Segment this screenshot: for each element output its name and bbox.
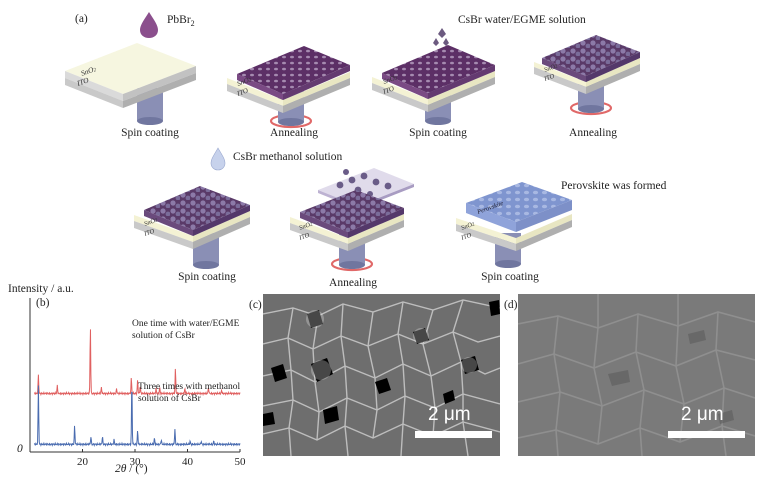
layer-ito-label: ITO	[75, 75, 91, 88]
xrd-xtick-label: 30	[130, 456, 142, 468]
xrd-xlabel-symbol: 2θ	[115, 463, 127, 475]
step-caption-2: Annealing	[270, 127, 318, 139]
device-4: SnO2 ITO	[534, 35, 640, 116]
layer-sno2-label-4: SnO	[543, 63, 556, 74]
xrd-annotation-bottom-line-1: Three times with methanol	[138, 382, 241, 392]
layer-sno2-sub-5: 2	[155, 218, 160, 224]
device-5: SnO2 ITO	[134, 186, 250, 269]
xrd-ylabel: Intensity / a.u.	[8, 283, 74, 295]
step-caption-4: Annealing	[569, 127, 617, 139]
sem-image-c: 2 μm	[263, 294, 500, 456]
step-caption-6: Annealing	[329, 277, 377, 289]
layer-sno2-sub: 2	[93, 68, 98, 74]
step-caption-3: Spin coating	[409, 127, 467, 139]
xrd-xtick-label: 20	[77, 456, 89, 468]
xrd-annotation-top: One time with water/EGME solution of CsB…	[132, 318, 239, 342]
xrd-annotation-bottom: Three times with methanol solution of Cs…	[138, 381, 240, 405]
result-label: Perovskite was formed	[561, 180, 667, 192]
svg-text:SnO2: SnO2	[298, 220, 314, 231]
step-caption-7: Spin coating	[481, 271, 539, 283]
layer-sno2-label-2: SnO	[236, 76, 250, 88]
reagent-pbbr2-sub: 2	[191, 19, 195, 28]
layer-sno2-sub-7: 2	[472, 222, 477, 228]
svg-text:SnO2: SnO2	[382, 73, 399, 86]
layer-sno2-sub-3: 2	[394, 76, 399, 82]
layer-sno2-sub-4: 2	[555, 64, 560, 70]
svg-text:PbBr2: PbBr2	[167, 14, 195, 28]
xrd-annotation-top-line-2: solution of CsBr	[132, 331, 195, 341]
sem-grains-d	[518, 294, 755, 456]
layer-ito-label-7: ITO	[459, 232, 472, 243]
layer-sno2-label: SnO	[80, 65, 96, 78]
scale-label-d: 2 μm	[681, 404, 724, 425]
xrd-origin-label: 0	[17, 443, 23, 455]
svg-text:SnO2: SnO2	[236, 75, 253, 88]
panel-label-d: (d)	[504, 299, 518, 311]
xrd-series-methanol	[33, 385, 241, 447]
step-caption-1: Spin coating	[121, 127, 179, 139]
layer-ito-label-4: ITO	[542, 73, 555, 84]
xrd-xtick-label: 40	[182, 456, 194, 468]
scale-bar-c	[415, 431, 492, 438]
xrd-annotation-top-line-1: One time with water/EGME	[132, 319, 240, 329]
step-caption-5: Spin coating	[178, 271, 236, 283]
xrd-series-water-egme	[33, 329, 241, 397]
device-3: SnO2 ITO	[372, 45, 495, 125]
panel-label-a: (a)	[75, 13, 88, 25]
layer-sno2-label-7: SnO	[460, 221, 473, 232]
layer-ito-label-6: ITO	[297, 232, 310, 243]
csbr-methanol-droplet-icon	[210, 147, 226, 171]
layer-sno2-sub-2: 2	[248, 78, 253, 84]
sem-grains-c	[263, 294, 500, 456]
sem-image-d: 2 μm	[518, 294, 755, 456]
xrd-annotation-bottom-line-2: solution of CsBr	[138, 394, 201, 404]
xrd-xtick-label: 50	[235, 456, 247, 468]
svg-text:SnO2: SnO2	[143, 216, 159, 227]
device-1: SnO2 ITO	[65, 43, 196, 125]
scale-label-c: 2 μm	[428, 404, 471, 425]
layer-ito-label-2: ITO	[235, 87, 249, 99]
xrd-xlabel-unit: / (°)	[126, 463, 148, 475]
layer-ito-label-5: ITO	[142, 228, 155, 239]
reagent-csbr-methanol: CsBr methanol solution	[233, 151, 343, 163]
device-7: Perovskite SnO2 ITO	[456, 182, 572, 268]
panel-label-b: (b)	[36, 297, 50, 309]
panel-label-c: (c)	[249, 299, 262, 311]
pbbr2-droplet-icon	[140, 12, 158, 38]
xrd-xlabel: 2θ / (°)	[115, 463, 148, 475]
xrd-chart: 20 30 40 50	[29, 298, 247, 468]
device-2: SnO2 ITO	[227, 46, 350, 129]
reagent-csbr-water: CsBr water/EGME solution	[458, 14, 586, 26]
scale-bar-d	[668, 431, 745, 438]
layer-sno2-sub-6: 2	[310, 222, 315, 228]
layer-ito-label-3: ITO	[381, 85, 395, 97]
svg-text:SnO2: SnO2	[543, 62, 559, 73]
layer-sno2-label-5: SnO	[143, 217, 156, 228]
layer-sno2-label-3: SnO	[382, 74, 396, 86]
layer-sno2-label-6: SnO	[298, 221, 311, 232]
device-6: SnO2 ITO	[290, 168, 414, 272]
svg-text:SnO2: SnO2	[460, 220, 476, 231]
reagent-pbbr2: PbBr	[167, 14, 191, 26]
csbr-water-droplet-icon	[433, 28, 449, 46]
schematic-diagram: SnO2 ITO PbBr2 SnO2 ITO CsBr water/EGME …	[65, 12, 667, 272]
svg-text:SnO2: SnO2	[80, 64, 98, 78]
